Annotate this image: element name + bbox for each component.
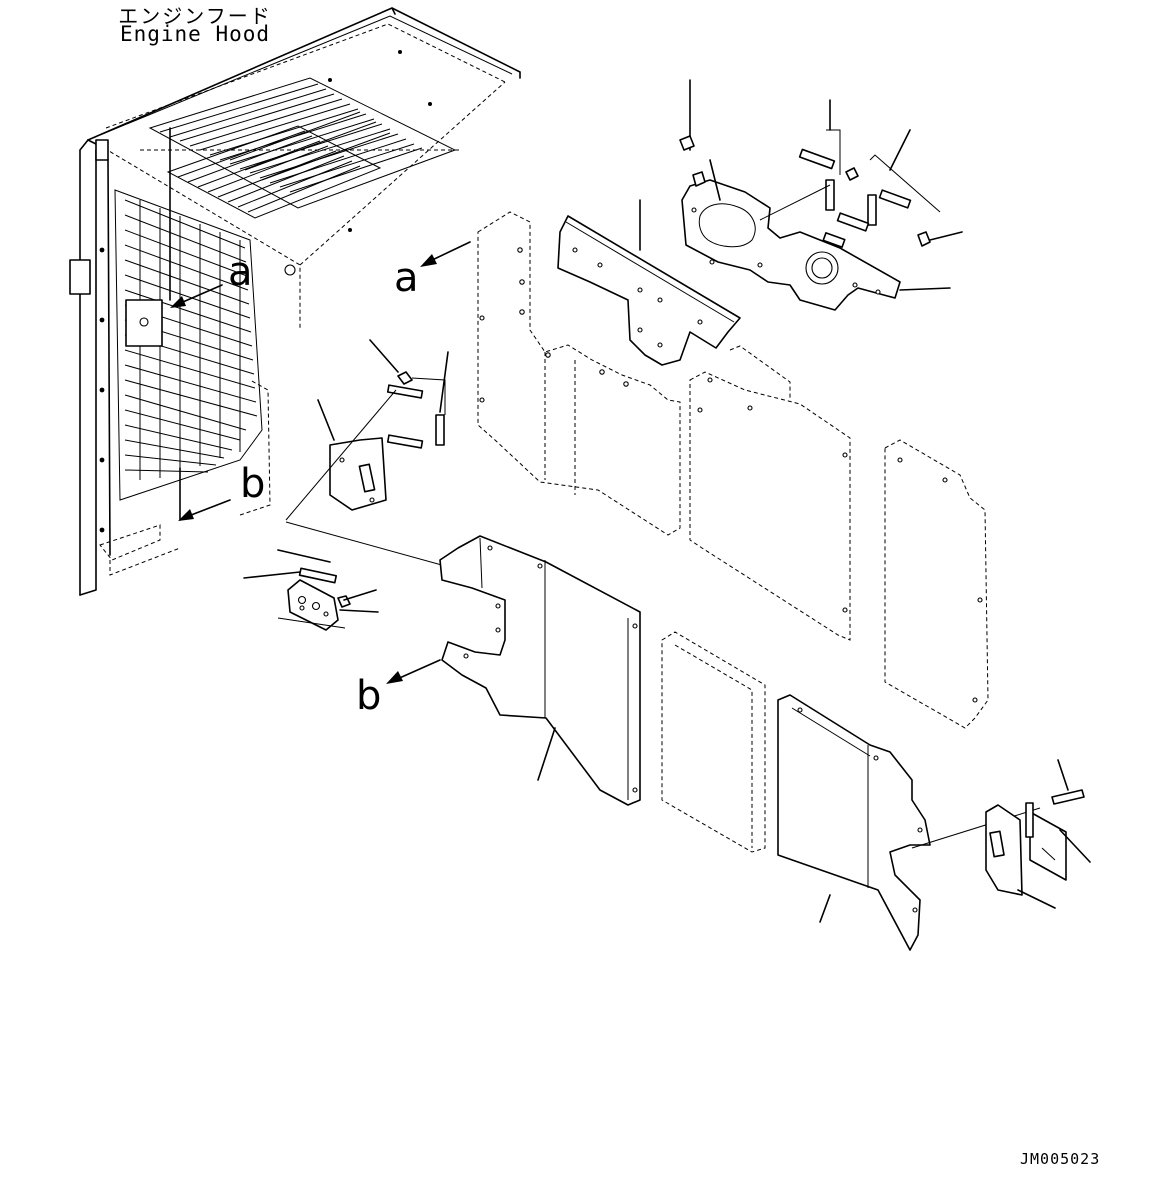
top-fasteners	[679, 99, 963, 291]
hood-label-japanese: エンジンフード	[118, 4, 272, 28]
hood-label-english: Engine Hood	[119, 22, 271, 46]
phantom-box	[661, 631, 766, 853]
view-arrow-a	[420, 241, 471, 267]
view-marker-a-hood: a	[228, 249, 253, 295]
right-top-bracket	[681, 79, 901, 311]
view-marker-b: b	[356, 673, 382, 719]
right-cover-panel	[777, 694, 1041, 951]
left-small-parts	[285, 339, 479, 576]
top-bracket-plate	[557, 199, 741, 366]
phantom-panel-upper	[477, 211, 681, 536]
view-marker-b-hood: b	[240, 461, 266, 507]
drawing-code: JM005023	[1020, 1150, 1101, 1168]
phantom-panel-right	[884, 439, 989, 729]
view-arrow-b-hood	[178, 499, 231, 521]
small-cover-plate	[243, 549, 379, 631]
top-grille	[148, 77, 457, 219]
view-marker-a: a	[394, 255, 419, 301]
phantom-panel-middle	[689, 345, 851, 641]
engine-hood	[69, 7, 521, 596]
bottom-right-parts	[985, 759, 1091, 909]
view-arrow-a-hood	[170, 284, 223, 308]
view-arrow-b	[386, 659, 441, 684]
hood-holes	[99, 50, 432, 533]
front-cover-panel	[439, 535, 641, 806]
